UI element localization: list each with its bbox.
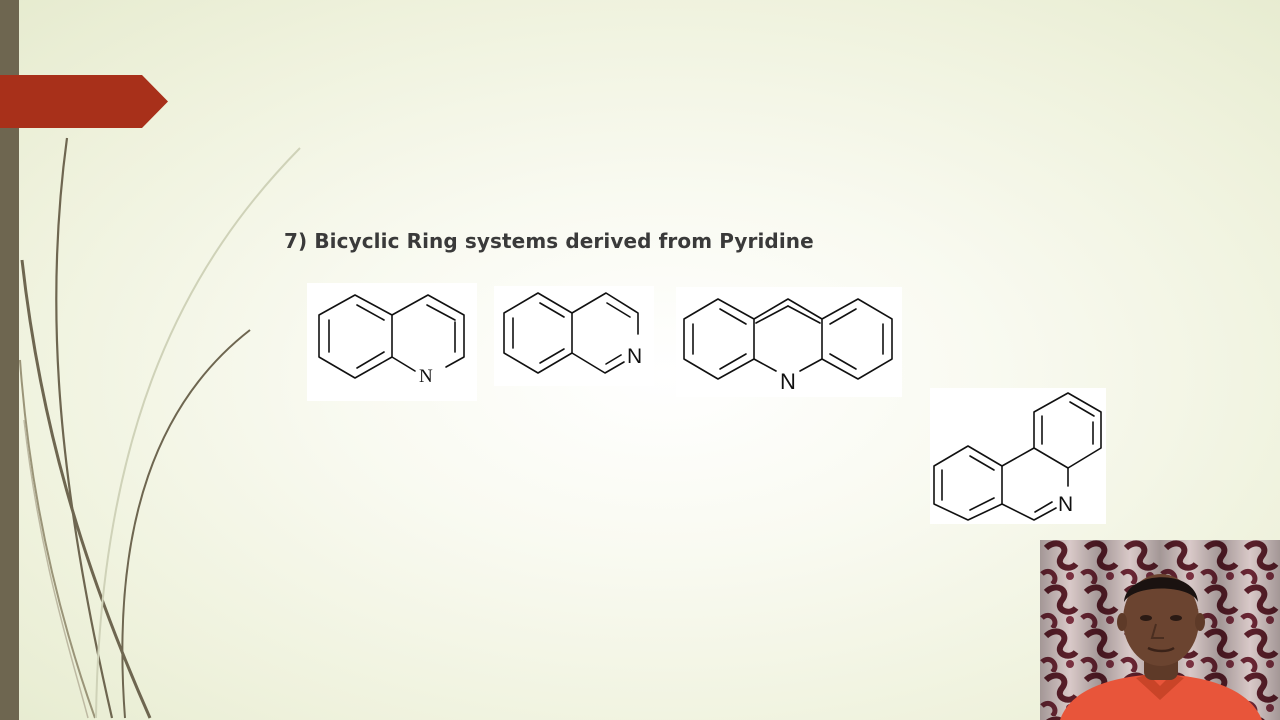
presenter-webcam	[1040, 540, 1280, 720]
title-ribbon-arrow	[0, 75, 168, 128]
quinoline-structure: N	[307, 283, 477, 401]
sidebar-accent-bar	[0, 0, 19, 720]
presenter-video-frame	[1040, 540, 1280, 720]
decorative-curves	[19, 137, 301, 719]
nitrogen-label: N	[1058, 493, 1073, 516]
nitrogen-label: N	[419, 366, 433, 387]
acridine-structure: N	[676, 287, 902, 397]
nitrogen-label: N	[780, 369, 796, 394]
slide-title: 7) Bicyclic Ring systems derived from Py…	[284, 229, 814, 253]
isoquinoline-structure: N	[494, 286, 654, 386]
nitrogen-label: N	[627, 345, 642, 368]
phenanthridine-structure: N	[930, 388, 1106, 524]
